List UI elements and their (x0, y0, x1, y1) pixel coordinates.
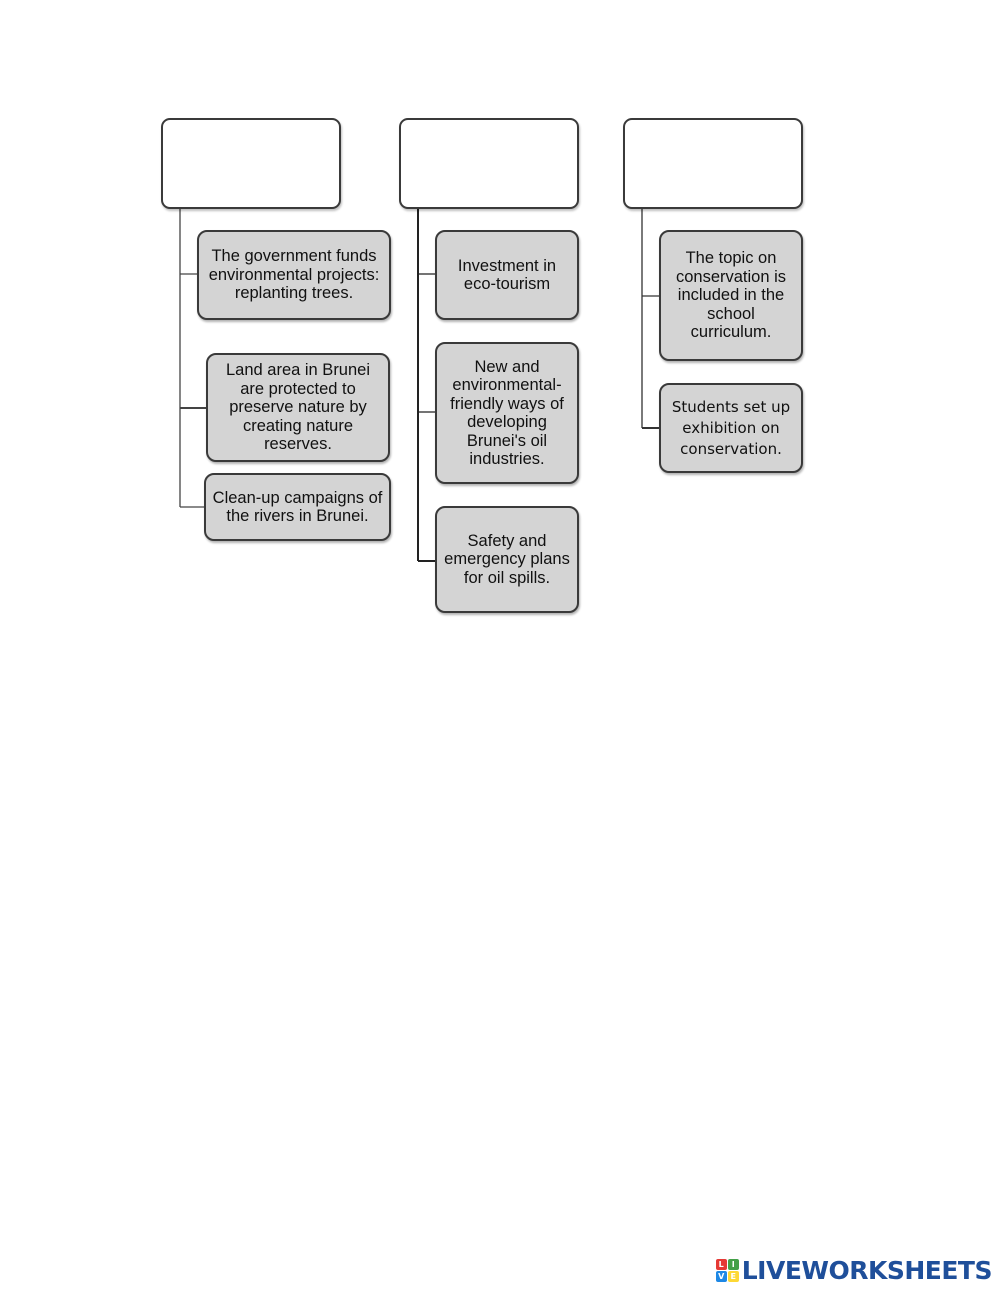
column-1-item-2-text: Land area in Brunei are protected to pre… (225, 361, 371, 454)
column-3-item-2: Students set up exhibition on conservati… (659, 383, 803, 473)
column-2-item-1-text: Investment in eco-tourism (457, 256, 557, 294)
column-1-item-2: Land area in Brunei are protected to pre… (206, 353, 390, 462)
column-2-item-1: Investment in eco-tourism (435, 230, 579, 320)
liveworksheets-logo-icon: L I V E (715, 1258, 739, 1282)
column-1-item-3-text: Clean-up campaigns of the rivers in Brun… (212, 488, 383, 526)
column-1-header-box[interactable] (161, 118, 341, 209)
column-3-header-box[interactable] (623, 118, 803, 209)
logo-tile-e: E (727, 1270, 739, 1282)
brand-name: LIVEWORKSHEETS (741, 1255, 993, 1285)
column-1-connectors (179, 208, 206, 508)
column-2-item-2-text: New and environmental-friendly ways of d… (450, 357, 564, 469)
logo-tile-l: L (715, 1258, 727, 1270)
column-3-item-1: The topic on conservation is included in… (659, 230, 803, 361)
column-1-item-3: Clean-up campaigns of the rivers in Brun… (204, 473, 391, 541)
liveworksheets-watermark: L I V E LIVEWORKSHEETS (715, 1252, 993, 1288)
logo-tile-i: I (727, 1258, 739, 1270)
column-2-item-3-text: Safety and emergency plans for oil spill… (444, 531, 570, 587)
column-2-item-2: New and environmental-friendly ways of d… (435, 342, 579, 484)
column-2-connectors (417, 208, 435, 562)
column-3-item-2-text: Students set up exhibition on conservati… (671, 397, 791, 458)
column-2-header-box[interactable] (399, 118, 579, 209)
column-3-item-1-text: The topic on conservation is included in… (675, 249, 787, 342)
column-1-item-1-text: The government funds environmental proje… (208, 247, 380, 303)
column-2-item-3: Safety and emergency plans for oil spill… (435, 506, 579, 613)
logo-tile-v: V (715, 1270, 727, 1282)
column-3-connectors (641, 208, 659, 429)
column-1-item-1: The government funds environmental proje… (197, 230, 391, 320)
